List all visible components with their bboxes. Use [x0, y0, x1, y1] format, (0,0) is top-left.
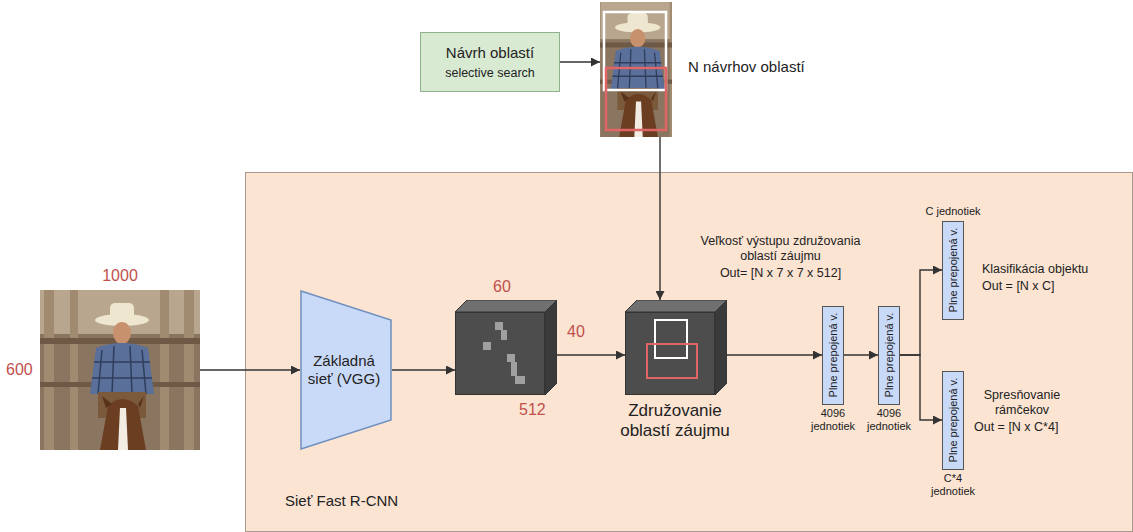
output-size-note: Veľkosť výstupu združovania oblastí záuj… — [688, 234, 873, 264]
input-image: 1000600 — [40, 290, 200, 450]
arrow-connector — [659, 137, 660, 300]
output-size-formula: Out= [N x 7 x 7 x 512] — [688, 266, 873, 281]
unit-count: 4096 jednotiek — [861, 407, 917, 433]
dimension-label: 512 — [519, 400, 546, 419]
panel-title: Sieť Fast R-CNN — [285, 492, 398, 510]
dimension-label: 60 — [493, 277, 511, 296]
layer-name: Plne prepojená v. — [947, 228, 959, 313]
proposal-image: N návrhov oblastí — [600, 2, 672, 137]
bbox-regression-output: Out = [N x C*4] — [974, 420, 1058, 435]
region-proposal-box: Návrh oblastí selective search — [420, 32, 560, 92]
fully-connected-layer: C jednotiekPlne prepojená v. — [942, 221, 964, 320]
classification-label: Klasifikácia objektu — [982, 262, 1088, 277]
arrow-connector — [727, 354, 822, 355]
layer-name: Plne prepojená v. — [883, 313, 895, 398]
box-title: Základná sieť (VGG) — [304, 352, 384, 388]
image-caption: N návrhov oblastí — [688, 58, 805, 76]
fully-connected-layer: Plne prepojená v.4096 jednotiek — [822, 306, 844, 405]
fully-connected-layer: Plne prepojená v.4096 jednotiek — [878, 306, 900, 405]
layer-name: Plne prepojená v. — [947, 378, 959, 463]
arrow-connector — [392, 369, 455, 370]
dimension-label: 1000 — [90, 266, 150, 285]
fully-connected-layer: Plne prepojená v.C*4 jednotiek — [942, 371, 964, 470]
backbone-network: Základná sieť (VGG) — [300, 290, 392, 450]
feature-map-shape — [455, 300, 557, 395]
classification-output: Out = [N x C] — [982, 279, 1055, 294]
arrow-connector — [844, 354, 878, 355]
roi-pooling: Združovanie oblastí záujmu — [625, 300, 727, 395]
unit-count: 4096 jednotiek — [805, 407, 861, 433]
feature-map: 6040512 — [455, 300, 557, 395]
unit-count: C jednotiek — [925, 205, 981, 218]
dimension-label: 600 — [6, 360, 33, 379]
arrow-connector — [900, 355, 942, 420]
fast-rcnn-panel: Sieť Fast R-CNNZákladná sieť (VGG)604051… — [245, 172, 1133, 532]
arrow-connector — [200, 369, 300, 370]
roi-pooling-shape — [625, 300, 727, 395]
bbox-regression-label: Spresňovanie rámčekov — [974, 388, 1070, 418]
arrow-connector — [560, 61, 600, 62]
box-subtitle: selective search — [445, 66, 535, 81]
arrow-connector — [900, 270, 942, 355]
dimension-label: 40 — [567, 322, 585, 341]
box-title: Združovanie oblastí záujmu — [605, 401, 745, 442]
box-title: Návrh oblastí — [446, 44, 534, 62]
unit-count: C*4 jednotiek — [925, 472, 981, 498]
arrow-connector — [557, 354, 625, 355]
layer-name: Plne prepojená v. — [827, 313, 839, 398]
